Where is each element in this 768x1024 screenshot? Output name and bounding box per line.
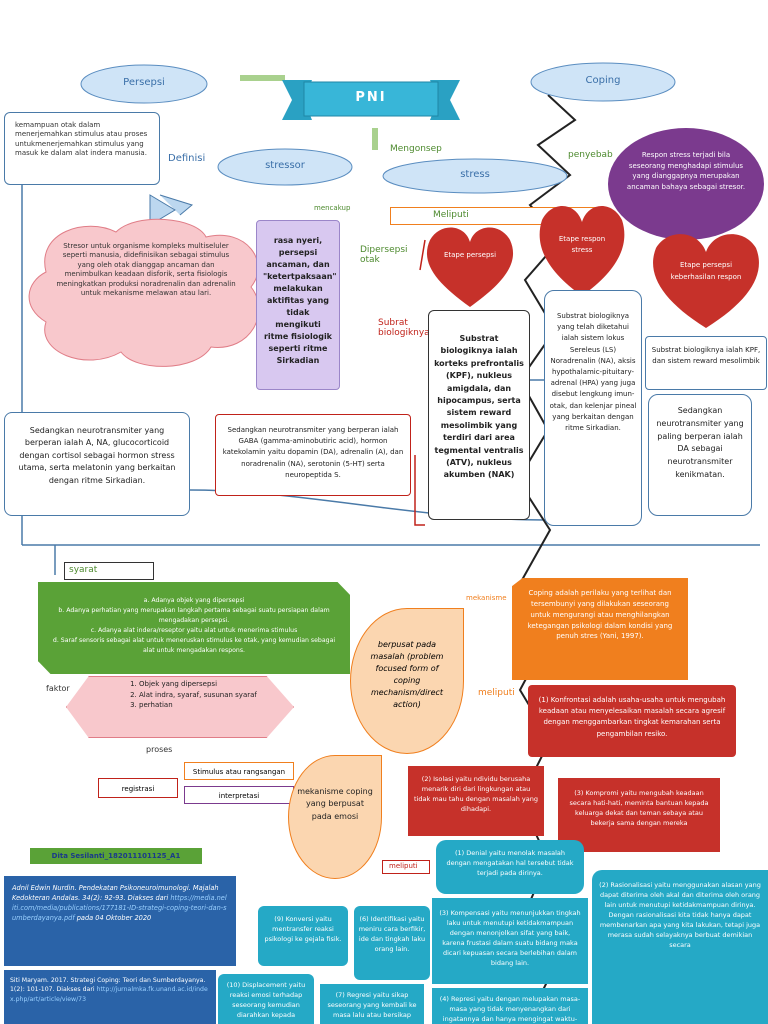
faktor-label: faktor (46, 684, 70, 693)
mech-konfrontasi: (1) Konfrontasi adalah usaha-usaha untuk… (528, 685, 736, 757)
mech-kompensasi: (3) Kompensasi yaitu menunjukkan tingkah… (432, 898, 588, 984)
persepsi-definition: kemampuan otak dalam menerjemahkan stimu… (4, 112, 160, 185)
cloud-persepsi: Persepsi (78, 62, 210, 106)
faktor-box: Objek yang dipersepsi Alat indra, syaraf… (66, 676, 294, 738)
reference-2: Siti Maryam. 2017. Strategi Coping: Teor… (4, 970, 216, 1024)
mencakup-label: mencakup (314, 204, 351, 212)
meliputi-label: Meliputi (433, 210, 469, 220)
heart-stage3: Etape persepsi keberhasilan respon (646, 228, 766, 332)
meliputi-label-2: meliputi (478, 688, 515, 698)
mengonsep-label: Mengonsep (390, 144, 442, 154)
mech-displacement: (10) Displacement yaitu reaksi emosi ter… (218, 974, 314, 1024)
proses-label: proses (146, 745, 173, 754)
cloud-stress: stress (380, 156, 570, 196)
pni-ribbon: PNI (282, 78, 460, 122)
coping-label: Coping (585, 75, 621, 86)
mech-denial: (1) Denial yaitu menolak masalah dengan … (436, 840, 584, 894)
mech-konversi: (9) Konversi yaitu mentransfer reaksi ps… (258, 906, 348, 966)
neuro-left: Sedangkan neurotransmiter yang berperan … (4, 412, 190, 516)
proses-stimulus: Stimulus atau rangsangan (184, 762, 294, 780)
stress-label: stress (460, 169, 490, 180)
penyebab-label: penyebab (568, 150, 613, 160)
ref2-link[interactable]: http://jurnalmka.fk.unand.ac.id/index.ph… (10, 986, 208, 1003)
cloud-coping: Coping (528, 60, 678, 104)
problem-focused: berpusat pada masalah (problem focused f… (350, 608, 464, 754)
heart-stage2: Etape respon stress (534, 200, 630, 300)
cloud-stressor: stressor (215, 146, 355, 188)
stressor-definition-cloud: Stresor untuk organisme kompleks multise… (26, 212, 266, 374)
definisi-label: Definisi (168, 153, 206, 164)
stressor-definition-text: Stresor untuk organisme kompleks multise… (56, 242, 236, 298)
syarat-box: a. Adanya objek yang dipersepsi b. Adany… (38, 582, 350, 674)
mech-identifikasi: (6) Identifikasi yaitu meniru cara berfi… (354, 906, 430, 980)
substrate-stage2: Substrat biologiknya yang telah diketahu… (544, 290, 642, 526)
stressor-label: stressor (265, 160, 305, 171)
faktor-list: Objek yang dipersepsi Alat indra, syaraf… (127, 679, 277, 711)
proses-registrasi: registrasi (98, 778, 178, 798)
ref1-link[interactable]: https://media.neliti.com/media/publicati… (12, 893, 227, 922)
mekanisme-label: mekanisme (466, 594, 507, 602)
mech-isolasi: (2) Isolasi yaitu ndividu berusaha menar… (408, 766, 544, 836)
coping-definition: Coping adalah perilaku yang terlihat dan… (512, 578, 688, 680)
author-label: Dita Sesilanti_182011101125_A1 (30, 848, 202, 864)
stressor-includes: rasa nyeri, persepsi ancaman, dan "keter… (256, 220, 340, 390)
faktor-item: Objek yang dipersepsi (139, 679, 277, 690)
subrat-label: Subrat biologiknya (378, 318, 430, 338)
reference-1: Adnil Edwin Nurdin. Pendekatan Psikoneur… (4, 876, 236, 966)
meliputi-bar-3: meliputi (382, 860, 430, 874)
neuro-right: Sedangkan neurotransmiter yang paling be… (648, 394, 752, 516)
mech-represi: (4) Represi yaitu dengan melupakan masa-… (432, 988, 588, 1024)
mech-rasionalisasi: (2) Rasionalisasi yaitu menggunakan alas… (592, 870, 768, 1024)
stage2-text: Etape respon stress (558, 235, 606, 255)
stage1-text: Etape persepsi (443, 251, 497, 259)
substrate-stage1: Substrat biologiknya ialah korteks prefr… (428, 310, 530, 520)
ref1-date: pada 04 Oktober 2020 (76, 913, 152, 922)
stage3-text: Etape persepsi keberhasilan respon (670, 261, 742, 281)
neuro-mid: Sedangkan neurotransmiter yang berperan … (215, 414, 411, 496)
faktor-item: perhatian (139, 700, 277, 711)
meliputi-label-3: meliputi (389, 862, 418, 870)
proses-interpretasi: interpretasi (184, 786, 294, 804)
dipersepsi-label: Dipersepsi otak (360, 245, 408, 265)
persepsi-label: Persepsi (123, 77, 165, 88)
ref2-text: Siti Maryam. 2017. Strategi Coping: Teor… (10, 977, 206, 994)
emotion-focused: mekanisme coping yang berpusat pada emos… (288, 755, 382, 879)
heart-stage1: Etape persepsi (420, 222, 520, 310)
pni-title: PNI (355, 90, 387, 105)
mech-regresi: (7) Regresi yaitu sikap seseorang yang k… (320, 984, 424, 1024)
ref1-text: Adnil Edwin Nurdin. Pendekatan Psikoneur… (12, 884, 219, 902)
mech-kompromi: (3) Kompromi yaitu mengubah keadaan seca… (558, 778, 720, 852)
syarat-label: syarat (69, 565, 98, 575)
syarat-bar: syarat (64, 562, 154, 580)
faktor-item: Alat indra, syaraf, susunan syaraf (139, 690, 277, 701)
substrate-stage3: Substrat biologiknya ialah KPF, dan sist… (645, 336, 767, 390)
coping-cause: Respon stress terjadi bila seseorang men… (608, 128, 764, 240)
